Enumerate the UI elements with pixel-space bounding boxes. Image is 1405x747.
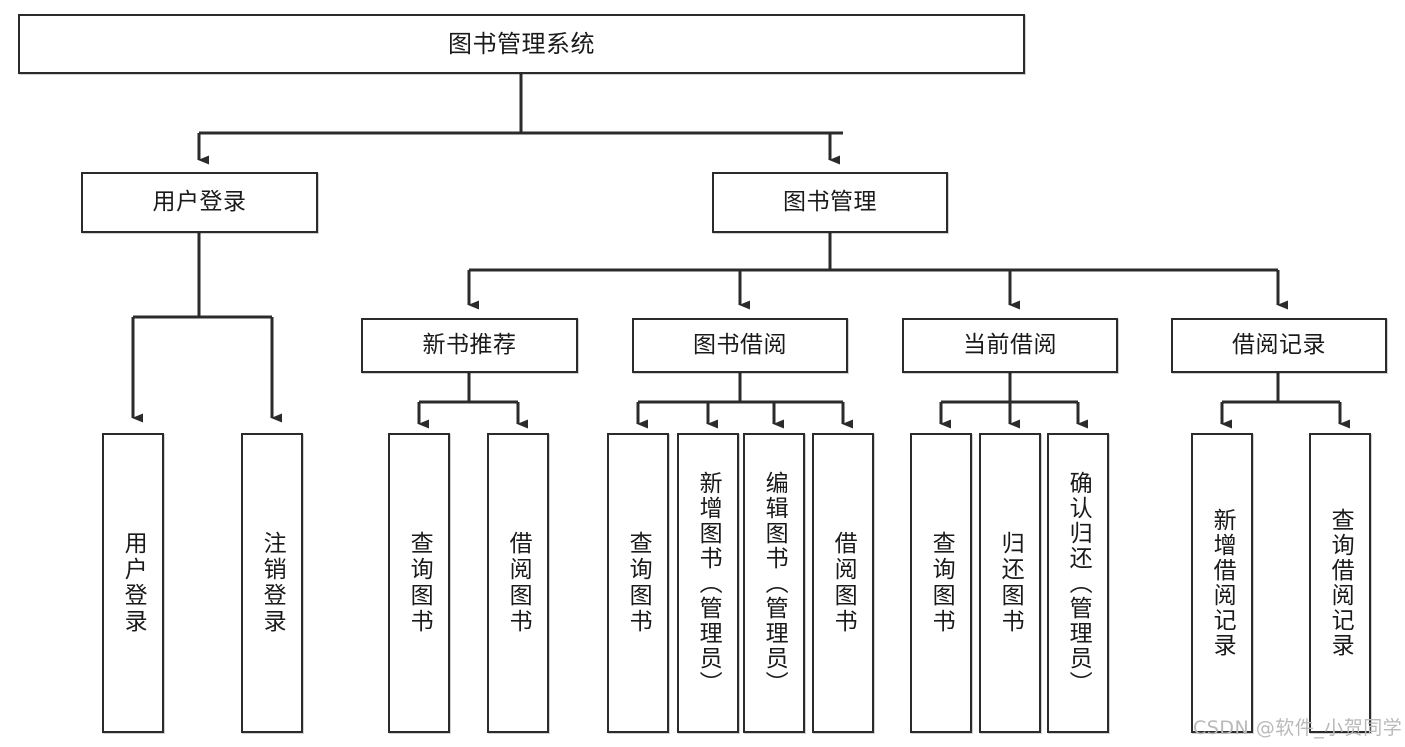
node-label: 借阅图书 <box>830 531 857 635</box>
leaf-current-borrow-confirm-return-admin[interactable]: 确认归还（管理员） <box>1047 433 1109 733</box>
node-label: 查询图书 <box>928 531 955 635</box>
node-label: 借阅记录 <box>1232 331 1326 358</box>
leaf-new-book-borrow-book[interactable]: 借阅图书 <box>487 433 549 733</box>
leaf-current-borrow-query-book[interactable]: 查询图书 <box>910 433 972 733</box>
csdn-watermark: CSDN @软件_小贺同学 <box>1193 717 1403 739</box>
node-label: 归还图书 <box>997 531 1024 635</box>
node-label: 用户登录 <box>120 531 147 635</box>
leaf-borrow-record-query-record[interactable]: 查询借阅记录 <box>1309 433 1371 733</box>
node-label: 借阅图书 <box>505 531 532 635</box>
node-label: 新书推荐 <box>422 331 517 358</box>
node-book-borrow[interactable]: 图书借阅 <box>632 318 848 373</box>
node-label: 图书管理系统 <box>448 29 595 58</box>
node-label: 编辑图书（管理员） <box>761 470 788 696</box>
node-root-book-management-system[interactable]: 图书管理系统 <box>18 14 1025 74</box>
node-label: 查询图书 <box>406 531 433 635</box>
node-borrow-record[interactable]: 借阅记录 <box>1171 318 1387 373</box>
node-label: 图书借阅 <box>693 331 787 358</box>
leaf-book-borrow-borrow-book[interactable]: 借阅图书 <box>812 433 874 733</box>
node-label: 新增借阅记录 <box>1209 508 1236 658</box>
node-label: 查询借阅记录 <box>1327 508 1354 658</box>
leaf-new-book-query-book[interactable]: 查询图书 <box>388 433 450 733</box>
leaf-current-borrow-return-book[interactable]: 归还图书 <box>979 433 1041 733</box>
node-label: 新增图书（管理员） <box>695 470 722 696</box>
leaf-book-borrow-query-book[interactable]: 查询图书 <box>607 433 669 733</box>
node-current-borrow[interactable]: 当前借阅 <box>902 318 1118 373</box>
leaf-user-login-login[interactable]: 用户登录 <box>102 433 164 733</box>
node-user-login[interactable]: 用户登录 <box>81 172 318 233</box>
node-label: 图书管理 <box>783 188 877 215</box>
leaf-borrow-record-add-record[interactable]: 新增借阅记录 <box>1191 433 1253 733</box>
leaf-user-login-logout[interactable]: 注销登录 <box>241 433 303 733</box>
node-label: 查询图书 <box>625 531 652 635</box>
node-label: 当前借阅 <box>963 331 1057 358</box>
node-label: 注销登录 <box>259 531 286 635</box>
leaf-book-borrow-add-book-admin[interactable]: 新增图书（管理员） <box>677 433 739 733</box>
node-new-book-recommend[interactable]: 新书推荐 <box>361 318 578 373</box>
node-label: 用户登录 <box>152 188 247 215</box>
node-book-management[interactable]: 图书管理 <box>712 172 948 233</box>
leaf-book-borrow-edit-book-admin[interactable]: 编辑图书（管理员） <box>743 433 805 733</box>
node-label: 确认归还（管理员） <box>1065 470 1092 696</box>
